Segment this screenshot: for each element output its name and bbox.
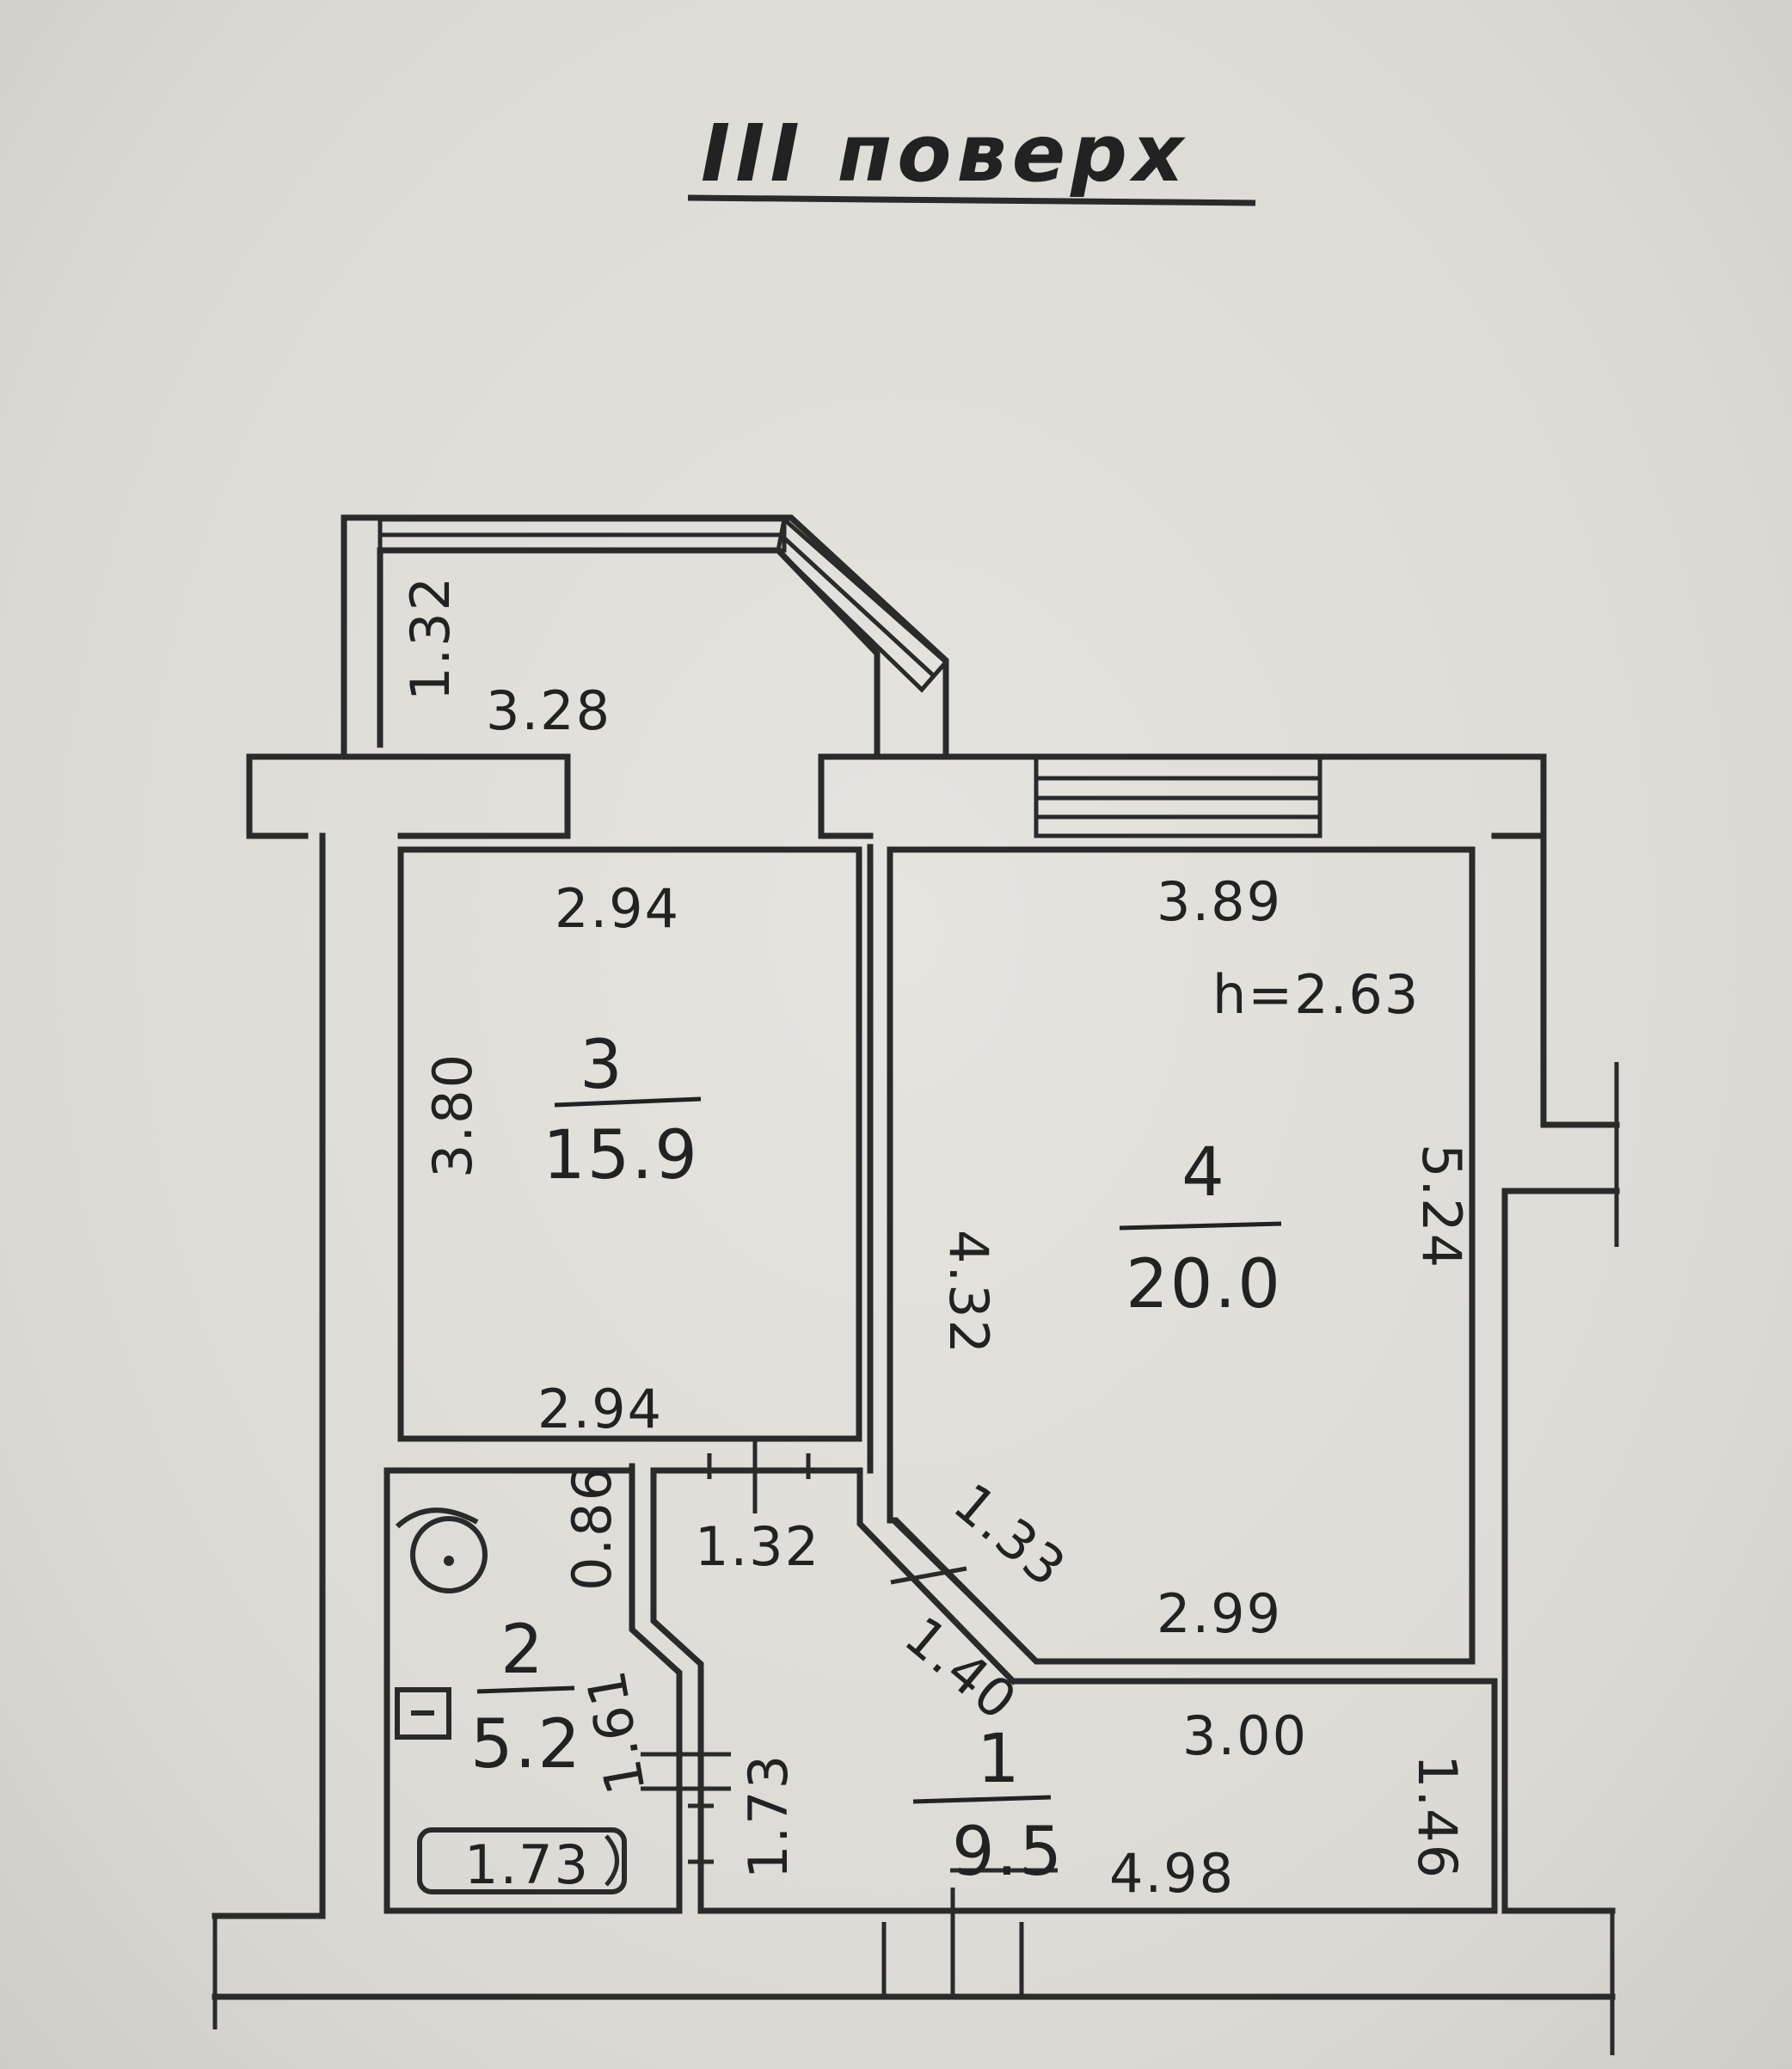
svg-text:4.98: 4.98 (1109, 1842, 1235, 1905)
outer-walls (212, 753, 1620, 2055)
svg-text:2.99: 2.99 (1157, 1582, 1282, 1645)
floor-title: III поверх (701, 107, 1188, 200)
svg-text:1.73: 1.73 (737, 1753, 800, 1879)
ceiling-height-label: h=2.63 (1212, 963, 1420, 1026)
title-underline (687, 194, 1256, 206)
svg-text:1.46: 1.46 (1406, 1754, 1469, 1880)
room-4-label: 4 20.0 (1119, 1134, 1282, 1323)
svg-text:2: 2 (500, 1612, 545, 1689)
svg-text:3.28: 3.28 (486, 679, 611, 742)
svg-text:1.73: 1.73 (464, 1833, 590, 1896)
svg-text:2.94: 2.94 (537, 1378, 663, 1440)
sink-icon (395, 1687, 451, 1740)
svg-text:3.00: 3.00 (1182, 1704, 1308, 1767)
balcony (341, 514, 949, 760)
svg-text:3.89: 3.89 (1157, 870, 1282, 933)
room-2-label: 2 5.2 (470, 1612, 582, 1784)
svg-text:3.80: 3.80 (421, 1053, 484, 1178)
room-1-label: 1 9.5 (912, 1721, 1064, 1891)
svg-text:1.33: 1.33 (942, 1471, 1078, 1600)
svg-text:20.0: 20.0 (1126, 1246, 1282, 1323)
bathtub-icon (417, 1827, 627, 1894)
svg-text:5.2: 5.2 (470, 1706, 582, 1784)
room-3 (397, 844, 874, 1474)
svg-text:1: 1 (977, 1721, 1022, 1798)
svg-text:1.40: 1.40 (893, 1605, 1029, 1734)
svg-text:15.9: 15.9 (543, 1117, 699, 1194)
svg-text:1.32: 1.32 (399, 575, 462, 701)
toilet-icon (410, 1516, 488, 1593)
svg-text:9.5: 9.5 (952, 1814, 1064, 1891)
svg-text:0.86: 0.86 (561, 1465, 623, 1591)
room-1 (641, 1436, 1498, 1914)
svg-text:4: 4 (1181, 1134, 1226, 1212)
svg-text:1.32: 1.32 (695, 1515, 820, 1578)
svg-text:1.61: 1.61 (574, 1665, 658, 1800)
svg-text:2.94: 2.94 (555, 877, 680, 940)
svg-text:4.32: 4.32 (937, 1230, 1000, 1355)
room-3-label: 3 15.9 (543, 1027, 702, 1194)
svg-text:5.24: 5.24 (1410, 1144, 1473, 1269)
svg-text:3: 3 (580, 1027, 624, 1104)
